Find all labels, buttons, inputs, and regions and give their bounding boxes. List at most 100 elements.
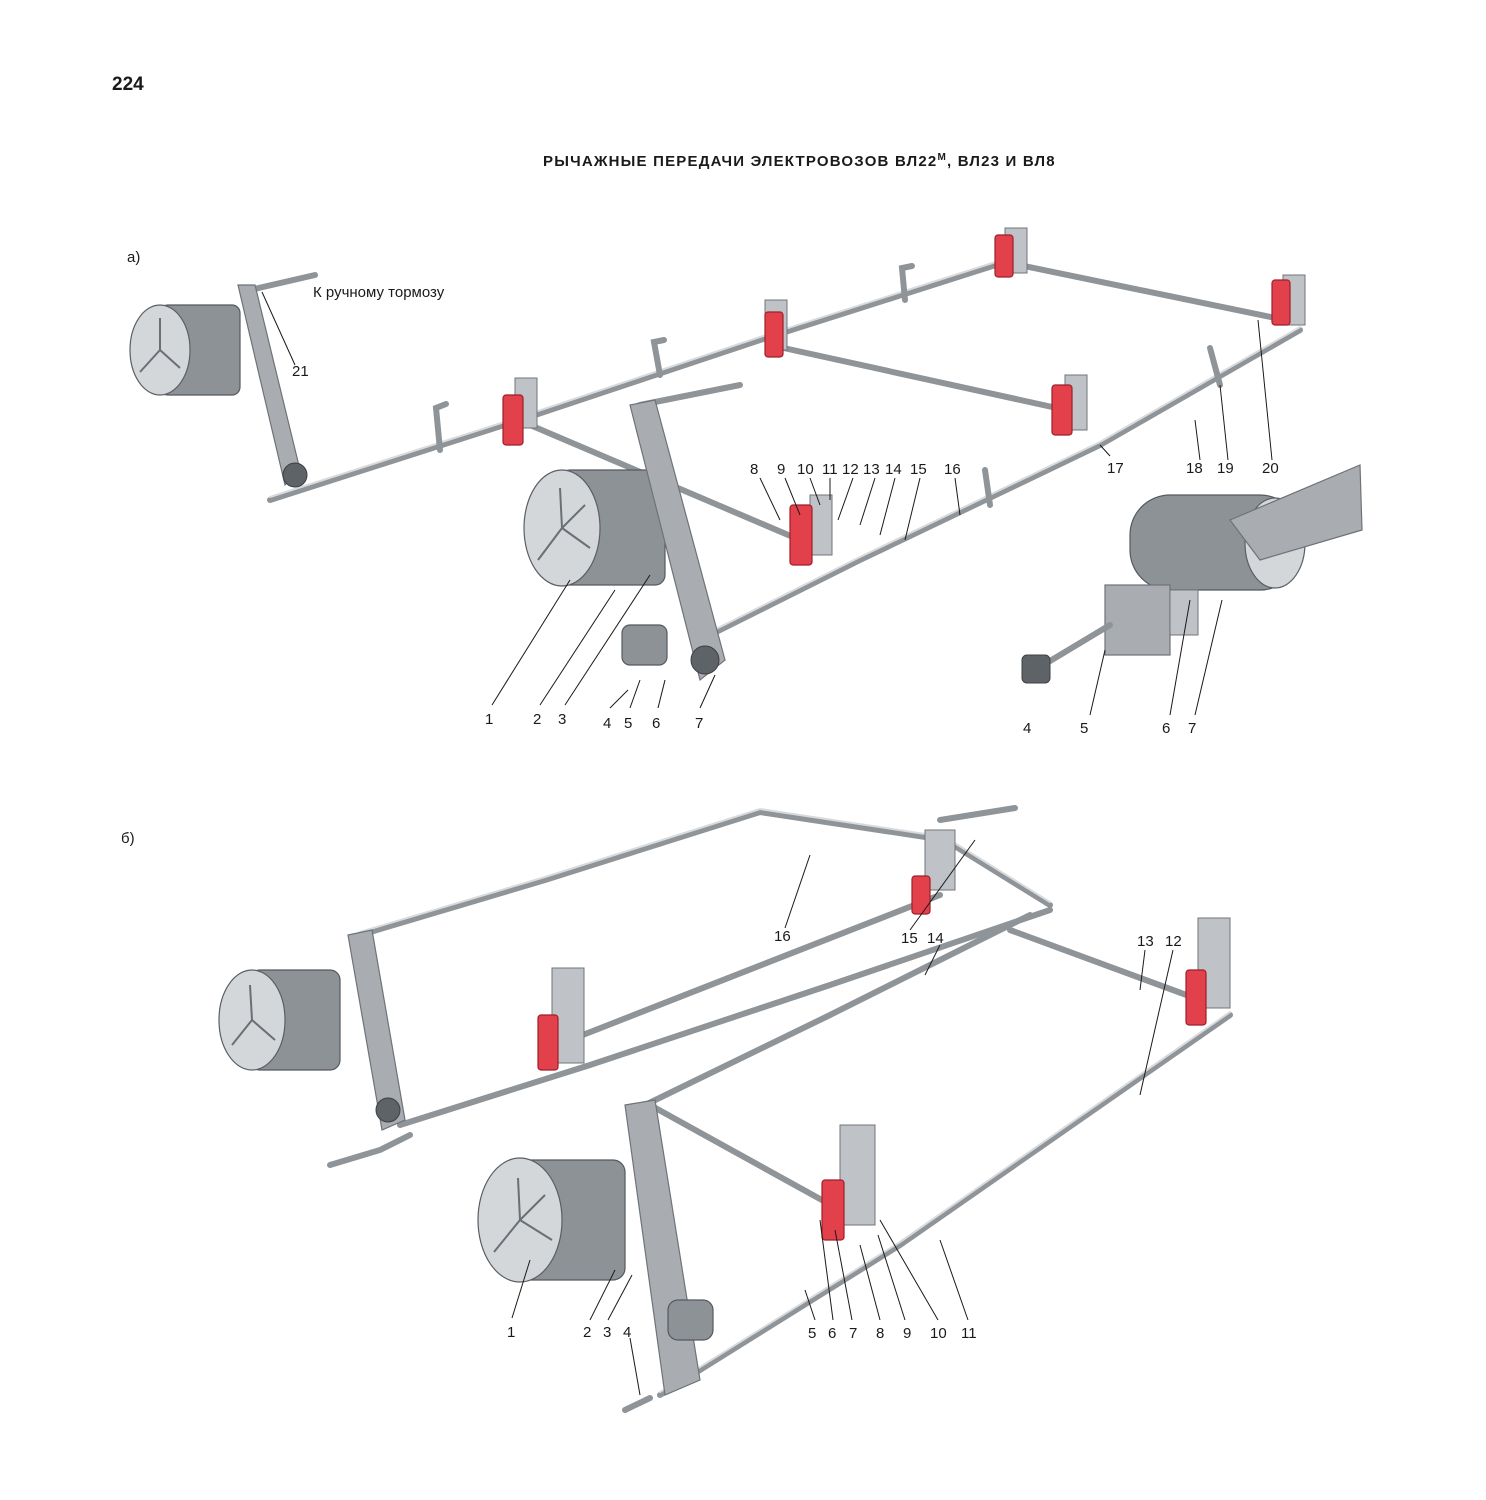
brake-shoe — [1185, 969, 1207, 1026]
callout-a-8: 8 — [750, 461, 758, 478]
callout-a-1: 1 — [485, 711, 493, 728]
callout-b-2: 2 — [583, 1324, 591, 1341]
panel-a-brake-shoes — [502, 227, 1306, 566]
callout-b-5: 5 — [808, 1325, 816, 1342]
title-rest: , ВЛ23 И ВЛ8 — [946, 153, 1056, 170]
callout-b-6: 6 — [828, 1325, 836, 1342]
callout-a-18: 18 — [1186, 460, 1203, 477]
brake-shoe — [789, 504, 813, 566]
brake-shoe — [821, 1179, 845, 1241]
brake-shoe — [1051, 384, 1073, 436]
panel-b-rods — [327, 805, 1233, 1413]
panel-a-drawing: 1 2 3 4 5 6 7 8 9 10 11 12 13 14 15 16 1… — [129, 227, 1363, 737]
rod-b-bottom-end — [622, 1395, 653, 1413]
inset-block — [1104, 584, 1171, 656]
panel-a-rods — [247, 258, 1303, 643]
callout-b-9: 9 — [903, 1325, 911, 1342]
rod-upper-left-hi — [269, 258, 1006, 498]
rod-hand-brake — [247, 272, 318, 293]
callout-a-7: 7 — [695, 715, 703, 732]
rod-b-left-end — [327, 1132, 413, 1168]
brake-cylinder-b-upper — [218, 969, 341, 1071]
panel-b-brake-shoes — [537, 829, 1231, 1241]
brake-cylinder-b-lower — [477, 1157, 626, 1283]
rod-b-16 — [567, 892, 943, 1043]
callout-a-16: 16 — [944, 461, 961, 478]
inset-clamp — [1169, 589, 1199, 636]
callout-b-16: 16 — [774, 928, 791, 945]
inset-nut — [1021, 654, 1051, 684]
callout-a-2: 2 — [533, 711, 541, 728]
callout-a-6: 6 — [652, 715, 660, 732]
brake-shoe — [502, 394, 524, 446]
brake-cylinder-a-upper — [129, 304, 241, 396]
callout-a-10: 10 — [797, 461, 814, 478]
callout-a-17: 17 — [1107, 460, 1124, 477]
brake-shoe — [911, 875, 931, 915]
rod-lower-hi — [699, 326, 1301, 638]
lever-b-left — [347, 929, 406, 1131]
panel-b-callouts — [511, 839, 1174, 1396]
title-superscript: М — [937, 152, 947, 163]
small-cylinder-a — [621, 624, 668, 666]
callout-b-1: 1 — [507, 1324, 515, 1341]
callout-a-21: 21 — [292, 363, 309, 380]
main-lever-a — [629, 399, 726, 682]
callout-a-11: 11 — [822, 461, 838, 478]
callout-b-4: 4 — [623, 1324, 631, 1341]
rod-middle — [767, 342, 1078, 415]
panel-a-callouts — [261, 291, 1273, 716]
callout-inset-5: 5 — [1080, 720, 1088, 737]
callout-b-3: 3 — [603, 1324, 611, 1341]
rod-b-top — [357, 808, 1053, 938]
rod-b-11-hi — [659, 1011, 1231, 1393]
rod-lower — [697, 327, 1303, 643]
hand-brake-note: К ручному тормозу — [313, 284, 445, 301]
callout-a-12: 12 — [842, 461, 859, 478]
callout-inset-4: 4 — [1023, 720, 1031, 737]
shoe-hanger — [809, 494, 833, 556]
callout-a-4: 4 — [603, 715, 611, 732]
hook-1 — [432, 401, 449, 453]
hook-2 — [650, 337, 667, 378]
page-number: 224 — [112, 74, 144, 95]
rod-b-diag — [647, 1102, 843, 1213]
callout-a-20: 20 — [1262, 460, 1279, 477]
callout-b-13: 13 — [1137, 933, 1154, 950]
callout-inset-6: 6 — [1162, 720, 1170, 737]
brake-shoe — [1271, 279, 1291, 326]
small-cylinder-b — [667, 1299, 714, 1341]
callout-b-12: 12 — [1165, 933, 1182, 950]
callout-a-5: 5 — [624, 715, 632, 732]
hook-5 — [982, 467, 993, 508]
rod-b-14 — [642, 912, 1033, 1108]
rod-short-top — [637, 382, 743, 408]
callout-b-15: 15 — [901, 930, 918, 947]
callout-a-9: 9 — [777, 461, 785, 478]
hook-3 — [898, 263, 915, 303]
shoe-hanger — [839, 1124, 876, 1226]
callout-b-14: 14 — [927, 930, 944, 947]
panel-b-label: б) — [121, 830, 135, 847]
main-lever-pivot — [690, 645, 720, 675]
callout-b-11: 11 — [961, 1325, 977, 1342]
main-lever-b — [624, 1099, 701, 1396]
rod-upper-right — [1002, 259, 1288, 323]
rod-upper-left — [267, 259, 1008, 503]
lever-b-left-pivot — [375, 1097, 401, 1123]
rod-b-top-end — [937, 805, 1018, 823]
title-main: РЫЧАЖНЫЕ ПЕРЕДАЧИ ЭЛЕКТРОВОЗОВ ВЛ22 — [543, 153, 938, 170]
lever-21-pivot — [282, 462, 308, 488]
rod-b-middle — [397, 907, 1053, 1128]
brake-shoe — [537, 1014, 559, 1071]
inset-arm — [1229, 464, 1363, 561]
rod-b-11 — [657, 1012, 1233, 1398]
callout-a-14: 14 — [885, 461, 902, 478]
panel-b-drawing: 1 2 3 4 5 6 7 8 9 10 11 12 13 14 15 16 — [218, 805, 1233, 1413]
callout-b-8: 8 — [876, 1325, 884, 1342]
callout-a-13: 13 — [863, 461, 880, 478]
callout-b-7: 7 — [849, 1325, 857, 1342]
brake-cylinder-a-lower — [523, 469, 666, 587]
lever-21 — [237, 284, 301, 487]
